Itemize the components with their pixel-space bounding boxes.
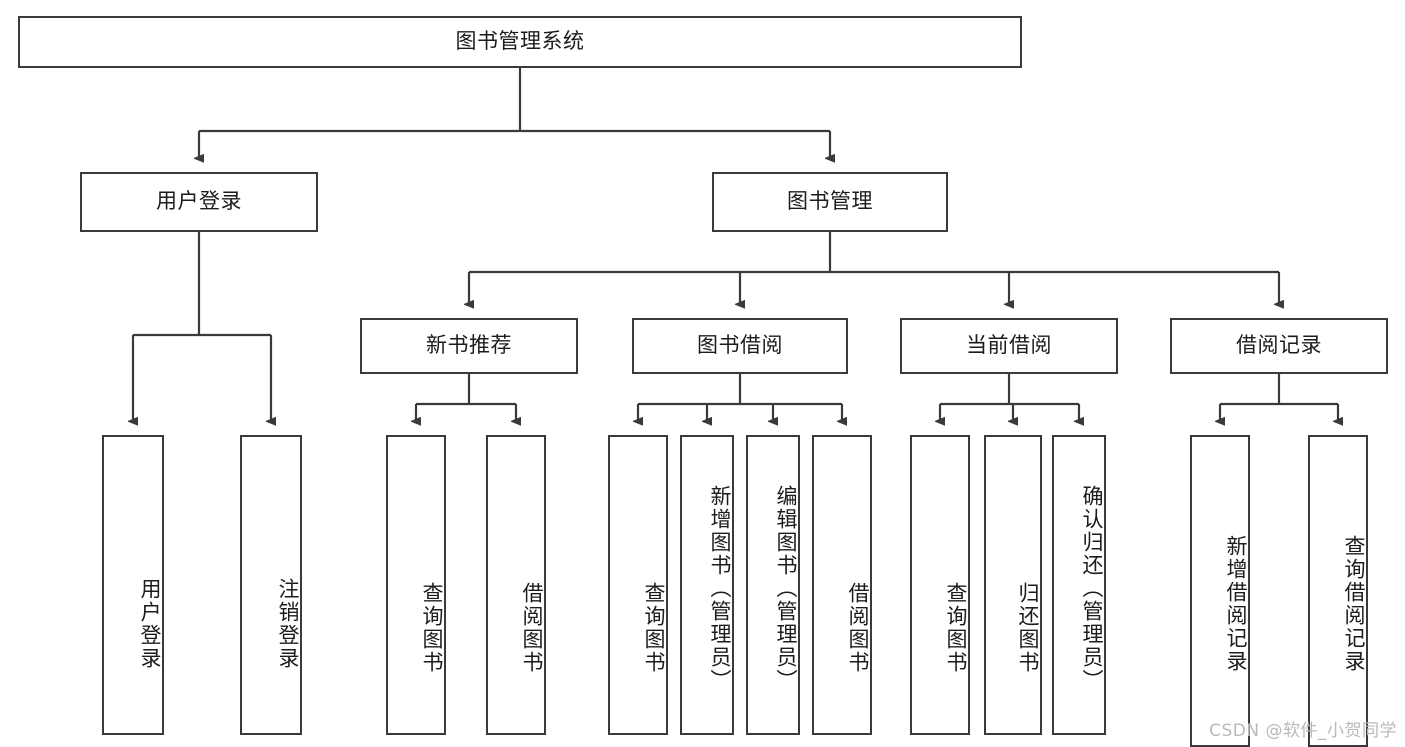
leaf-add-borrow-record[interactable]: 新增借阅记录 — [1190, 435, 1250, 747]
leaf-query-book-3[interactable]: 查询图书 — [910, 435, 970, 735]
node-root-system[interactable]: 图书管理系统 — [18, 16, 1022, 68]
leaf-user-logout[interactable]: 注销登录 — [240, 435, 302, 735]
leaf-borrow-book-1[interactable]: 借阅图书 — [486, 435, 546, 735]
leaf-edit-book-admin[interactable]: 编辑图书（管理员） — [746, 435, 800, 735]
leaf-user-login-do[interactable]: 用户登录 — [102, 435, 164, 735]
node-user-login[interactable]: 用户登录 — [80, 172, 318, 232]
node-book-borrow[interactable]: 图书借阅 — [632, 318, 848, 374]
node-borrow-records[interactable]: 借阅记录 — [1170, 318, 1388, 374]
leaf-query-borrow-record[interactable]: 查询借阅记录 — [1308, 435, 1368, 747]
node-new-book-recommend[interactable]: 新书推荐 — [360, 318, 578, 374]
leaf-query-book-1[interactable]: 查询图书 — [386, 435, 446, 735]
node-current-borrow[interactable]: 当前借阅 — [900, 318, 1118, 374]
csdn-watermark: CSDN @软件_小贺同学 — [1209, 721, 1397, 741]
leaf-confirm-return-admin[interactable]: 确认归还（管理员） — [1052, 435, 1106, 735]
leaf-query-book-2[interactable]: 查询图书 — [608, 435, 668, 735]
leaf-borrow-book-2[interactable]: 借阅图书 — [812, 435, 872, 735]
leaf-return-book[interactable]: 归还图书 — [984, 435, 1042, 735]
leaf-add-book-admin[interactable]: 新增图书（管理员） — [680, 435, 734, 735]
node-book-management[interactable]: 图书管理 — [712, 172, 948, 232]
